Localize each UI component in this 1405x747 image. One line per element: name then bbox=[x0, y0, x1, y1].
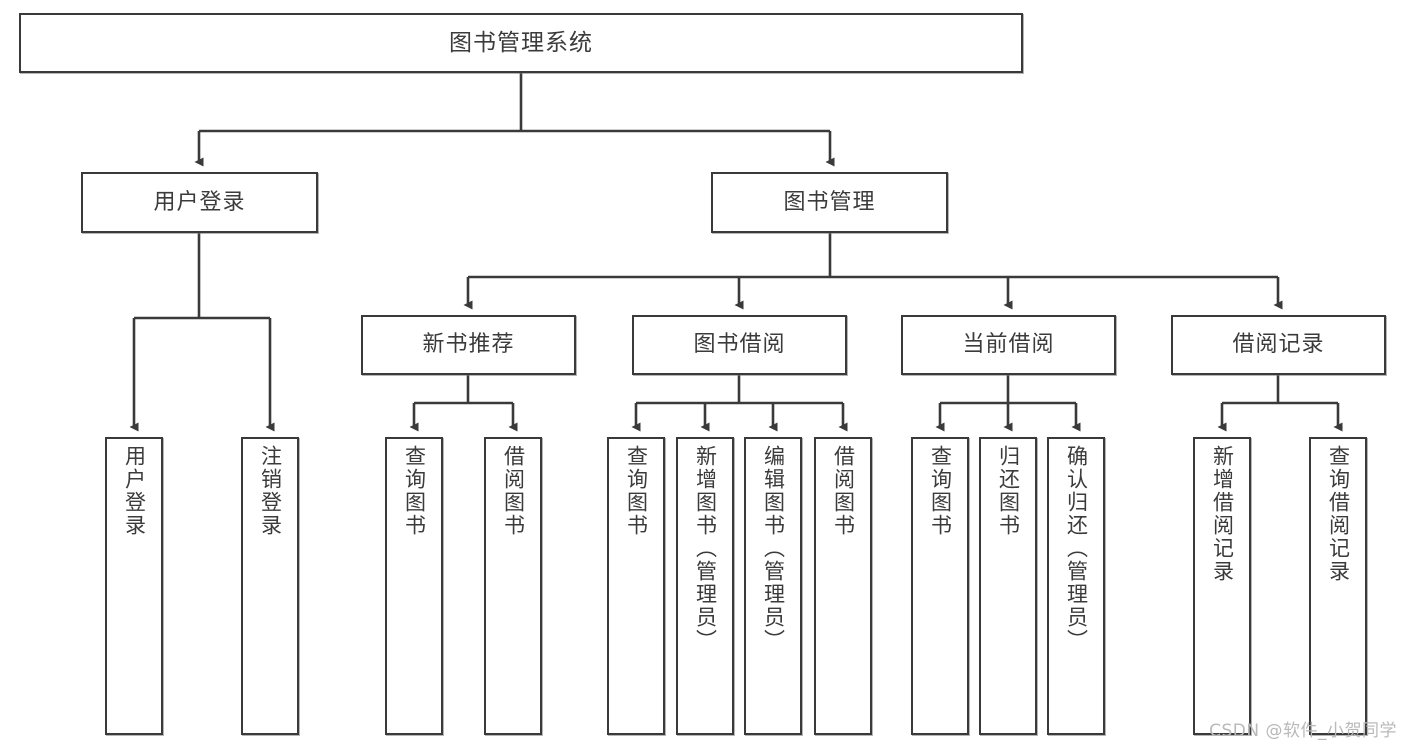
leaf-query-borrow-record[interactable]: 查询借阅记录 bbox=[1309, 437, 1367, 735]
leaf-borrow-book-2-label: 借阅图书 bbox=[831, 445, 856, 537]
leaf-confirm-return-admin-label: 确认归还（管理员） bbox=[1064, 445, 1089, 652]
leaf-query-borrow-record-label: 查询借阅记录 bbox=[1326, 445, 1351, 583]
node-current-borrow-label: 当前借阅 bbox=[962, 332, 1055, 358]
node-borrow-record[interactable]: 借阅记录 bbox=[1171, 315, 1386, 375]
leaf-add-borrow-record[interactable]: 新增借阅记录 bbox=[1193, 437, 1251, 735]
leaf-user-login[interactable]: 用户登录 bbox=[105, 437, 163, 735]
leaf-query-book-2[interactable]: 查询图书 bbox=[607, 437, 665, 735]
leaf-borrow-book-1[interactable]: 借阅图书 bbox=[484, 437, 542, 735]
leaf-return-book-label: 归还图书 bbox=[996, 445, 1021, 537]
leaf-add-book-admin[interactable]: 新增图书（管理员） bbox=[676, 437, 734, 735]
leaf-add-borrow-record-label: 新增借阅记录 bbox=[1210, 445, 1235, 583]
node-book-borrow-label: 图书借阅 bbox=[693, 332, 786, 358]
node-book-manage-label: 图书管理 bbox=[783, 189, 876, 215]
leaf-query-book-1[interactable]: 查询图书 bbox=[385, 437, 443, 735]
node-new-book-recommend-label: 新书推荐 bbox=[422, 332, 515, 358]
leaf-borrow-book-1-label: 借阅图书 bbox=[501, 445, 526, 537]
leaf-confirm-return-admin[interactable]: 确认归还（管理员） bbox=[1047, 437, 1105, 735]
leaf-logout-login-label: 注销登录 bbox=[258, 445, 283, 537]
leaf-borrow-book-2[interactable]: 借阅图书 bbox=[814, 437, 872, 735]
leaf-query-book-3[interactable]: 查询图书 bbox=[911, 437, 969, 735]
node-root-system[interactable]: 图书管理系统 bbox=[19, 13, 1023, 73]
node-book-manage[interactable]: 图书管理 bbox=[711, 172, 948, 233]
leaf-logout-login[interactable]: 注销登录 bbox=[241, 437, 299, 735]
node-new-book-recommend[interactable]: 新书推荐 bbox=[361, 315, 576, 375]
leaf-query-book-3-label: 查询图书 bbox=[928, 445, 953, 537]
node-user-login-label: 用户登录 bbox=[153, 189, 246, 215]
leaf-query-book-1-label: 查询图书 bbox=[402, 445, 427, 537]
leaf-user-login-label: 用户登录 bbox=[122, 445, 147, 537]
leaf-add-book-admin-label: 新增图书（管理员） bbox=[693, 445, 718, 652]
node-root-system-label: 图书管理系统 bbox=[449, 29, 593, 56]
leaf-query-book-2-label: 查询图书 bbox=[624, 445, 649, 537]
leaf-edit-book-admin-label: 编辑图书（管理员） bbox=[761, 445, 786, 652]
node-borrow-record-label: 借阅记录 bbox=[1232, 332, 1325, 358]
node-book-borrow[interactable]: 图书借阅 bbox=[632, 315, 847, 375]
leaf-edit-book-admin[interactable]: 编辑图书（管理员） bbox=[744, 437, 802, 735]
node-user-login[interactable]: 用户登录 bbox=[81, 172, 318, 233]
leaf-return-book[interactable]: 归还图书 bbox=[979, 437, 1037, 735]
node-current-borrow[interactable]: 当前借阅 bbox=[901, 315, 1116, 375]
